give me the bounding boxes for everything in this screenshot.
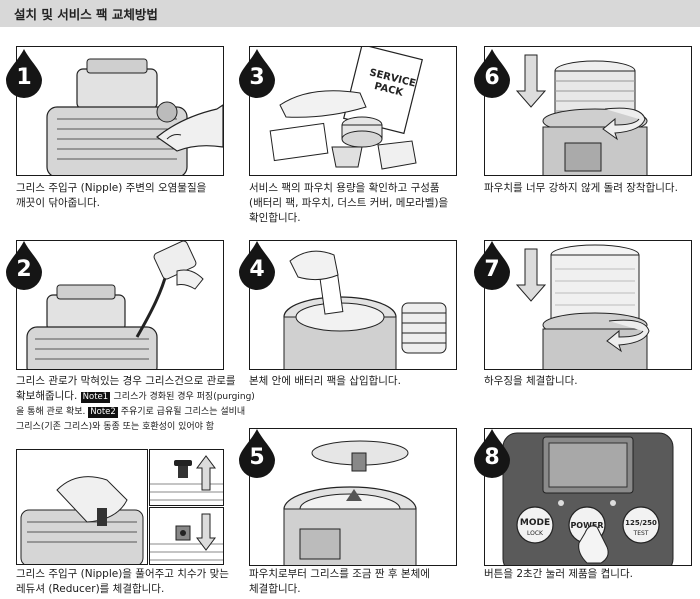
- caption-line: 본체 안에 배터리 팩을 삽입합니다.: [249, 375, 401, 387]
- step-number: 4: [249, 257, 265, 282]
- caption-line: 확인합니다.: [249, 212, 301, 224]
- caption-line: 하우징을 체결합니다.: [484, 375, 578, 387]
- step-number: 2: [16, 257, 32, 282]
- step-badge: 4: [237, 239, 277, 291]
- step-7-illustration: [484, 240, 692, 370]
- step-badge: 3: [237, 47, 277, 99]
- step-badge: 8: [472, 427, 512, 479]
- caption-line: 체결합니다.: [249, 583, 301, 595]
- caption-line: 레듀셔 (Reducer)를 체결합니다.: [16, 583, 165, 595]
- step-3-illustration: SERVICE PACK: [249, 46, 457, 176]
- caption-line: 서비스 팩의 파우치 용량을 확인하고 구성품: [249, 182, 440, 194]
- step-5-caption: 파우치로부터 그리스를 조금 짠 후 본체에 체결합니다.: [249, 567, 430, 597]
- step-number: 3: [249, 65, 265, 90]
- step-reducer-illustration-main: [16, 449, 148, 565]
- caption-line: 파우치로부터 그리스를 조금 짠 후 본체에: [249, 568, 430, 580]
- caption-line: 깨끗이 닦아줍니다.: [16, 197, 100, 209]
- section-header: 설치 및 서비스 팩 교체방법: [0, 0, 700, 27]
- step-5-illustration: [249, 428, 457, 566]
- step-reducer-illustration-bottom: [149, 507, 224, 565]
- note1-badge: Note1: [80, 392, 111, 403]
- step-7-caption: 하우징을 체결합니다.: [484, 374, 578, 389]
- caption-line: 그리스 주입구 (Nipple)을 풀어주고 치수가 맞는: [16, 568, 229, 580]
- caption-line: 파우치를 너무 강하지 않게 돌려 장착합니다.: [484, 182, 678, 194]
- step-4-illustration: [249, 240, 457, 370]
- caption-line: 버튼을 2초간 눌러 제품을 켭니다.: [484, 568, 633, 580]
- step-4-caption: 본체 안에 배터리 팩을 삽입합니다.: [249, 374, 401, 389]
- caption-line: 그리스(기존 그리스)와 동종 또는 호환성이 있어야 함: [16, 422, 215, 432]
- mode-button-sub: LOCK: [527, 530, 544, 537]
- power-button-label: POWER: [570, 521, 603, 530]
- note2-badge: Note2: [88, 407, 118, 418]
- step-1-caption: 그리스 주입구 (Nipple) 주변의 오염물질을 깨끗이 닦아줍니다.: [16, 181, 206, 211]
- step-number: 1: [16, 65, 32, 90]
- step-reducer-illustration-top: [149, 449, 224, 506]
- step-6-illustration: [484, 46, 692, 176]
- step-badge: 5: [237, 427, 277, 479]
- mode-button-label: MODE: [520, 518, 550, 528]
- test-button-sub: TEST: [633, 530, 649, 537]
- step-number: 5: [249, 445, 265, 470]
- caption-line: (배터리 팩, 파우치, 더스트 커버, 메모라벨)을: [249, 197, 449, 209]
- step-reducer-caption: 그리스 주입구 (Nipple)을 풀어주고 치수가 맞는 레듀셔 (Reduc…: [16, 567, 229, 597]
- step-number: 6: [484, 65, 500, 90]
- step-3-caption: 서비스 팩의 파우치 용량을 확인하고 구성품 (배터리 팩, 파우치, 더스트…: [249, 181, 448, 226]
- caption-line: 을 통해 관로 확보. Note2 주유기로 급유될 그리스는 설비내: [16, 407, 246, 418]
- step-badge: 2: [4, 239, 44, 291]
- section-title: 설치 및 서비스 팩 교체방법: [14, 7, 158, 22]
- test-button-label: 125/250: [625, 519, 657, 527]
- step-2-illustration: [16, 240, 224, 370]
- step-number: 7: [484, 257, 500, 282]
- step-8-caption: 버튼을 2초간 눌러 제품을 켭니다.: [484, 567, 633, 582]
- step-6-caption: 파우치를 너무 강하지 않게 돌려 장착합니다.: [484, 181, 678, 196]
- step-badge: 6: [472, 47, 512, 99]
- step-badge: 1: [4, 47, 44, 99]
- caption-line: 확보해줍니다. Note1 그리스가 경화된 경우 퍼징(purging): [16, 390, 255, 403]
- caption-line: 그리스 주입구 (Nipple) 주변의 오염물질을: [16, 182, 207, 194]
- step-8-illustration: MODE LOCK POWER 125/250 TEST: [484, 428, 692, 566]
- step-1-illustration: [16, 46, 224, 176]
- step-number: 8: [484, 445, 500, 470]
- step-2-caption: 그리스 관로가 막혀있는 경우 그리스건으로 관로를 확보해줍니다. Note1…: [16, 374, 255, 435]
- caption-line: 그리스 관로가 막혀있는 경우 그리스건으로 관로를: [16, 375, 236, 387]
- step-badge: 7: [472, 239, 512, 291]
